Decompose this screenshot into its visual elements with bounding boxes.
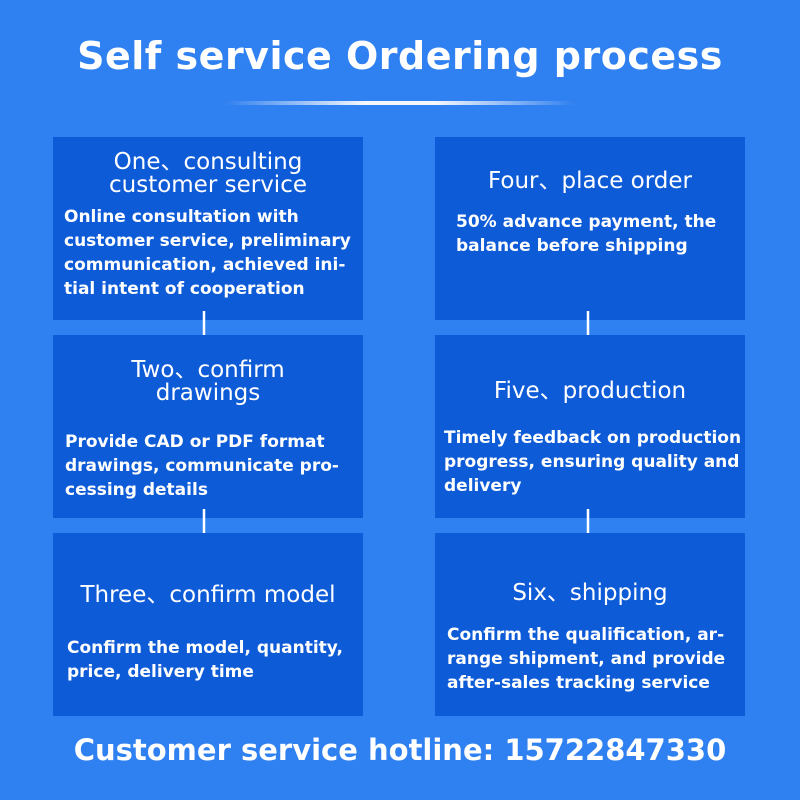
step-desc-four: 50% advance payment, the balance before … <box>456 212 717 256</box>
step-box-five: Five、production Timely feedback on produ… <box>435 335 745 518</box>
step-desc-two: Provide CAD or PDF format drawings, comm… <box>65 432 339 500</box>
step-box-six: Six、shipping Confirm the qualification, … <box>435 533 745 716</box>
step-title-one: One、consulting customer service <box>108 149 307 198</box>
step-box-four: Four、place order 50% advance payment, th… <box>435 137 745 320</box>
step-desc-six: Confirm the qualification, ar- range shi… <box>447 625 726 693</box>
step-desc-one: Online consultation with customer servic… <box>64 207 351 299</box>
step-title-six: Six、shipping <box>512 580 668 606</box>
step-title-four: Four、place order <box>487 168 693 194</box>
page-title: Self service Ordering process <box>77 34 723 78</box>
title-divider <box>225 101 575 105</box>
step-desc-three: Confirm the model, quantity, price, deli… <box>67 638 343 682</box>
step-box-three: Three、confirm model Confirm the model, q… <box>53 533 363 716</box>
step-title-three: Three、confirm model <box>80 582 336 608</box>
step-title-five: Five、production <box>493 378 687 404</box>
step-title-two: Two、confirm drawings <box>131 357 285 406</box>
hotline-footer: Customer service hotline: 15722847330 <box>73 733 727 767</box>
step-desc-five: Timely feedback on production progress, … <box>444 428 742 496</box>
step-box-one: One、consulting customer service Online c… <box>53 137 363 320</box>
step-box-two: Two、confirm drawings Provide CAD or PDF … <box>53 335 363 518</box>
